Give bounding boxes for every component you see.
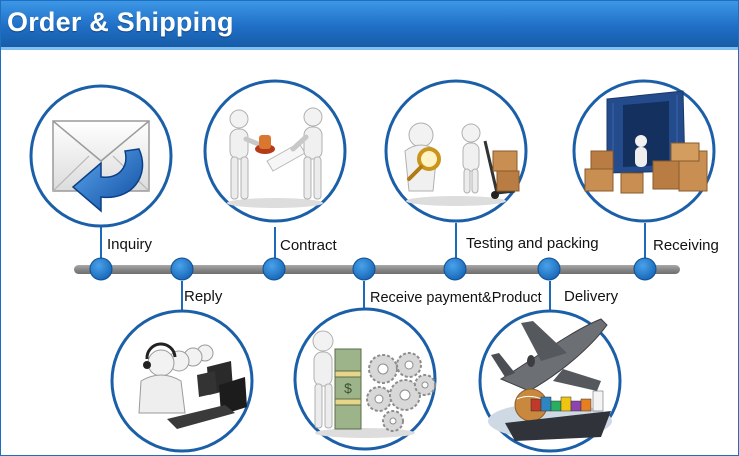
connector-lines <box>100 223 646 311</box>
label-reply: Reply <box>184 288 223 305</box>
label-delivery: Delivery <box>564 288 619 305</box>
magnifier-cart-icon <box>384 79 528 223</box>
label-testing: Testing and packing <box>466 235 599 252</box>
node-contract <box>262 257 286 281</box>
header-divider <box>1 47 738 50</box>
node-inquiry <box>89 257 113 281</box>
call-center-icon <box>110 309 254 453</box>
svg-text:$: $ <box>344 380 352 396</box>
label-payment: Receive payment&Product <box>370 290 542 306</box>
header-bar: Order & Shipping <box>1 1 738 47</box>
label-inquiry: Inquiry <box>107 236 153 253</box>
timeline-bar <box>74 265 680 274</box>
container-boxes-icon <box>572 79 716 223</box>
envelope-arrow-icon <box>29 84 173 228</box>
handshake-stamp-icon <box>203 79 347 223</box>
plane-ship-icon <box>478 309 622 453</box>
node-payment <box>352 257 376 281</box>
label-receiving: Receiving <box>653 237 719 254</box>
page-title: Order & Shipping <box>7 7 234 37</box>
node-reply <box>170 257 194 281</box>
money-gears-icon: $ <box>293 307 437 451</box>
node-delivery <box>537 257 561 281</box>
node-testing <box>443 257 467 281</box>
node-receiving <box>633 257 657 281</box>
label-contract: Contract <box>280 237 337 254</box>
timeline-nodes <box>89 257 657 281</box>
